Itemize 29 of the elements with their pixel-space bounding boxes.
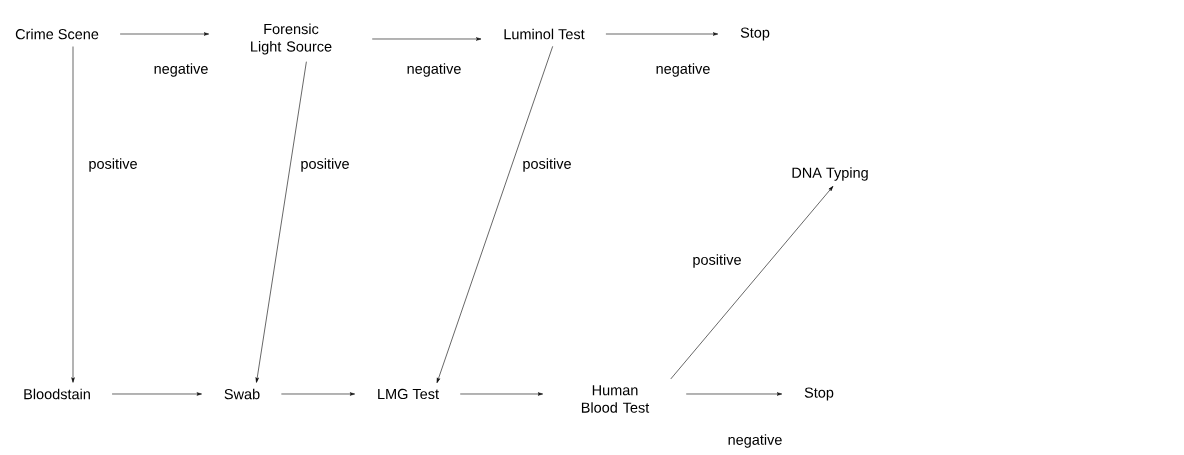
node-label: Human Blood Test [581,385,650,413]
node-label: Stop [740,27,770,41]
node-label: Luminol Test [504,28,585,40]
arrow [111,392,202,396]
arrow [255,61,307,383]
node-label: Stop [804,387,834,401]
edge-label: negative [154,63,208,77]
edge-label: negative [656,63,710,77]
node-label: Crime Scene [15,28,99,40]
arrow [371,37,482,41]
node-label: Forensic Light Source [251,23,332,55]
arrow [685,392,783,396]
arrow [281,392,355,396]
arrow [71,46,75,383]
edge-label: negative [728,434,782,448]
edge-label: positive [693,254,741,268]
node-label: Bloodstain [24,388,90,400]
arrow [670,186,834,380]
arrow [459,392,543,396]
edge-label: positive [523,158,571,172]
node-label: DNA Typing [792,167,868,181]
edge-label: negative [407,63,461,77]
arrow [605,32,719,36]
node-label: LMG Test [378,388,439,400]
edge-label: positive [89,158,137,172]
arrow [119,32,209,36]
node-label: Swab [224,388,260,400]
edge-label: positive [301,158,349,172]
arrow [436,46,553,384]
